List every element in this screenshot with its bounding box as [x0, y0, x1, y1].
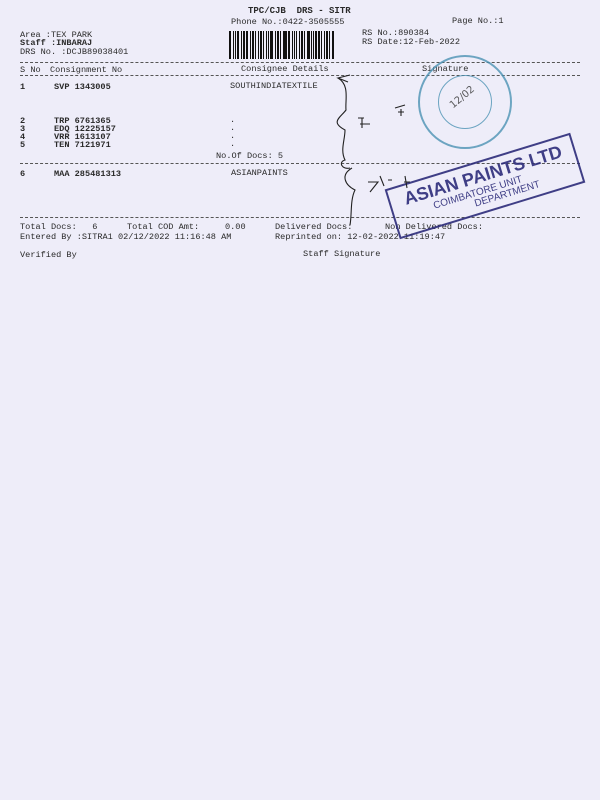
document-title: TPC/CJB DRS - SITR — [248, 6, 351, 16]
entered-by: Entered By :SITRA1 02/12/2022 11:16:48 A… — [20, 232, 232, 242]
barcode-bar — [232, 31, 234, 59]
divider — [20, 217, 580, 218]
barcode-bar — [299, 31, 301, 59]
barcode — [229, 31, 335, 59]
divider — [20, 62, 580, 63]
divider — [20, 75, 580, 76]
barcode-bar — [262, 31, 264, 59]
barcode-bar — [323, 31, 325, 59]
barcode-bar — [307, 31, 310, 59]
row-sno: 6 — [20, 169, 26, 179]
barcode-bar — [234, 31, 236, 59]
barcode-bar — [282, 31, 284, 59]
barcode-bar — [329, 31, 331, 59]
col-consignment: Consignment No — [50, 65, 123, 75]
barcode-bar — [245, 31, 248, 59]
barcode-bar — [315, 31, 318, 59]
barcode-bar — [249, 31, 251, 59]
total-cod: Total COD Amt: 0.00 — [127, 222, 246, 232]
barcode-bar — [270, 31, 273, 59]
barcode-bar — [276, 31, 279, 59]
row-consignment: EDQ 12225157 — [54, 124, 116, 134]
row-consignee: . — [230, 115, 236, 125]
col-consignee: Consignee Details — [241, 64, 329, 74]
barcode-bar — [312, 31, 314, 59]
barcode-bar — [332, 31, 335, 59]
row-consignment: TEN 7121971 — [54, 140, 111, 150]
barcode-bar — [301, 31, 304, 59]
row-consignment: SVP 1343005 — [54, 82, 111, 92]
row-sno: 3 — [20, 124, 26, 134]
staff-signature-label: Staff Signature — [303, 249, 381, 259]
barcode-bar — [275, 31, 276, 59]
row-consignment: VRR 1613107 — [54, 132, 111, 142]
rs-number: RS No.:890384 — [362, 28, 430, 38]
barcode-bar — [321, 31, 322, 59]
row-sno: 1 — [20, 82, 26, 92]
staff: Staff :INBARAJ — [20, 38, 93, 48]
barcode-bar — [288, 31, 290, 59]
total-docs: Total Docs: 6 — [20, 222, 98, 232]
barcode-bar — [229, 31, 231, 59]
row-consignee: ASIANPAINTS — [231, 168, 288, 178]
barcode-bar — [279, 31, 281, 59]
barcode-bar — [304, 31, 306, 59]
rs-date: RS Date:12-Feb-2022 — [362, 37, 460, 47]
non-delivered-docs: Non Delivered Docs: — [385, 222, 483, 232]
circular-stamp: 12/02 — [418, 55, 512, 149]
barcode-bar — [325, 31, 329, 59]
phone-number: Phone No.:0422-3505555 — [231, 17, 345, 27]
barcode-bar — [258, 31, 259, 59]
barcode-bar — [255, 31, 257, 59]
page-number: Page No.:1 — [452, 16, 504, 26]
row-consignee: SOUTHINDIATEXTILE — [230, 81, 318, 91]
group-doc-count: No.Of Docs: 5 — [216, 151, 284, 161]
row-consignee: . — [230, 139, 236, 149]
verified-by: Verified By — [20, 250, 77, 260]
row-consignment: MAA 285481313 — [54, 169, 122, 179]
row-consignee: . — [230, 123, 236, 133]
delivered-docs: Delivered Docs: — [275, 222, 353, 232]
barcode-bar — [267, 31, 270, 59]
barcode-bar — [284, 31, 288, 59]
barcode-bar — [310, 31, 312, 59]
row-consignment: TRP 6761365 — [54, 116, 111, 126]
divider — [20, 163, 580, 164]
row-sno: 4 — [20, 132, 26, 142]
barcode-bar — [241, 31, 243, 59]
barcode-bar — [265, 31, 267, 59]
row-sno: 2 — [20, 116, 26, 126]
reprinted-on: Reprinted on: 12-02-2022 11:19:47 — [275, 232, 446, 242]
row-consignee: . — [230, 131, 236, 141]
drs-number: DRS No. :DCJB89038401 — [20, 47, 129, 57]
col-sno: S No — [20, 65, 41, 75]
barcode-bar — [318, 31, 321, 59]
row-sno: 5 — [20, 140, 26, 150]
barcode-bar — [295, 31, 298, 59]
barcode-bar — [291, 31, 293, 59]
barcode-bar — [260, 31, 262, 59]
barcode-bar — [251, 31, 255, 59]
barcode-bar — [293, 31, 295, 59]
barcode-bar — [236, 31, 240, 59]
area: Area :TEX PARK — [20, 30, 93, 40]
barcode-bar — [243, 31, 245, 59]
